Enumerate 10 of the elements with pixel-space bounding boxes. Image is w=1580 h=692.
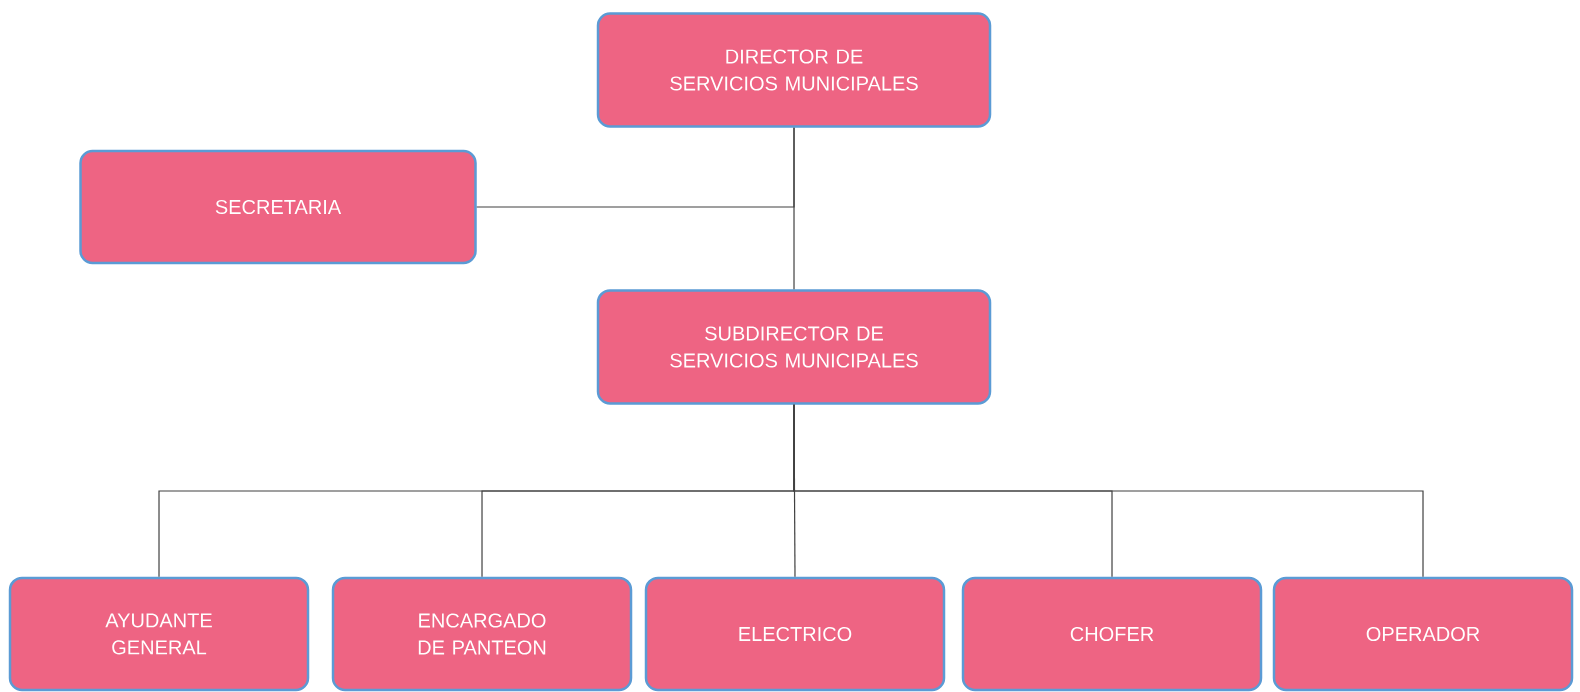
position-box: SUBDIRECTOR DE SERVICIOS MUNICIPALES xyxy=(596,289,992,405)
position-box: CHOFER xyxy=(961,576,1263,692)
position-box: ELECTRICO xyxy=(644,576,946,692)
connector-line xyxy=(793,127,795,290)
connector-line xyxy=(793,404,1424,578)
position-box: OPERADOR xyxy=(1272,576,1574,692)
position-box: SECRETARIA xyxy=(79,149,477,265)
position-box: ENCARGADO DE PANTEON xyxy=(331,576,633,692)
position-box: DIRECTOR DE SERVICIOS MUNICIPALES xyxy=(596,12,992,128)
position-box: AYUDANTE GENERAL xyxy=(8,576,310,692)
